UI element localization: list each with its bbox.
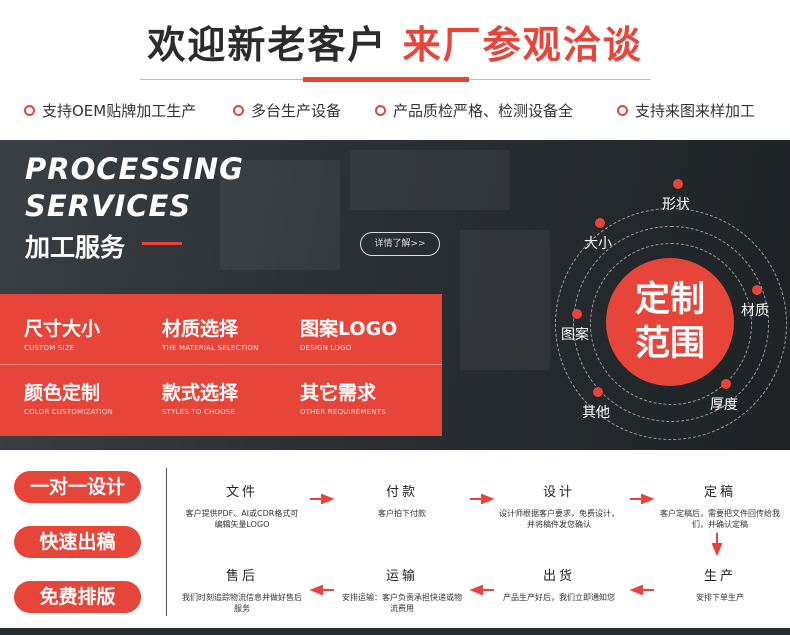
option-sublabel: STYLES TO CHOOSE [162,408,236,416]
service-option-logo: 图案LOGO DESIGN LOGO [300,314,397,352]
title-divider-accent [303,77,469,82]
option-sublabel: DESIGN LOGO [300,344,352,352]
step-desc: 安排下单生产 [696,593,744,602]
orbit-node [721,379,731,389]
section-divider [166,468,167,616]
step-desc: 我们时刻追踪物流信息并做好售后服务 [182,593,302,613]
background-machine [350,150,510,210]
step-title: 文件 [225,485,258,500]
step-title: 定稿 [703,485,736,500]
background-machine [460,230,550,370]
process-step-transport: 运输 安排运输：客户负责承担快递或物流费用 [342,565,462,614]
arrow-left-icon [470,585,494,595]
service-option-color: 颜色定制 COLOR CUSTOMIZATION [24,378,113,416]
step-desc: 客户提供PDF、AI或CDR格式可编辑矢量LOGO [185,509,299,529]
arrow-left-icon [310,585,334,595]
option-label: 款式选择 [162,382,239,404]
feature-label: 多台生产设备 [251,102,342,120]
step-title: 出货 [542,569,575,584]
banner-title-en-1: PROCESSING [25,152,244,186]
feature-label: 产品质检严格、检测设备全 [393,102,574,120]
process-step-design: 设计 设计师根据客户要求，免费设计，并将稿件发您确认 [499,481,619,530]
feature-label: 支持OEM贴牌加工生产 [42,102,197,120]
step-desc: 客户拍下付款 [378,509,426,518]
process-step-shipping: 出货 产品生产好后，我们立即通知您 [499,565,619,603]
badge-line-1: 定制 [634,280,705,320]
option-sublabel: COLOR CUSTOMIZATION [24,408,113,416]
step-desc: 产品生产好后，我们立即通知您 [503,593,615,602]
process-step-payment: 付款 客户拍下付款 [342,481,462,519]
orbit-node [593,387,603,397]
orbit-ring-inner [590,243,752,405]
badge-line-2: 范围 [634,324,705,364]
panel-divider [0,364,442,365]
option-sublabel: OTHER REQUIREMENTS [300,408,386,416]
feature-item: 支持来图来样加工 [617,100,755,121]
title-red: 来厂参观洽谈 [402,23,643,67]
step-title: 售后 [225,569,258,584]
service-option-material: 材质选择 THE MATERIAL SELECTION [162,314,259,352]
step-title: 生产 [703,569,736,584]
page-title: 欢迎新老客户 来厂参观洽谈 [0,14,790,69]
orbit-label-shape: 形状 [662,197,690,213]
step-desc: 安排运输：客户负责承担快递或物流费用 [342,593,462,613]
orbit-node [752,285,762,295]
banner-title-en-2: SERVICES [25,189,192,223]
service-option-size: 尺寸大小 CUSTOM SIZE [24,314,100,352]
banner-title-zh: 加工服务 [25,233,126,262]
service-option-other: 其它需求 OTHER REQUIREMENTS [300,378,386,416]
footer-bar [0,628,790,635]
arrow-down-icon [712,533,722,555]
option-sublabel: THE MATERIAL SELECTION [162,344,259,352]
orbit-label-other: 其他 [582,405,610,421]
service-options-panel: 尺寸大小 CUSTOM SIZE 材质选择 THE MATERIAL SELEC… [0,294,442,436]
feature-item: 支持OEM贴牌加工生产 [24,100,196,121]
custom-scope-badge: 定制 范围 [606,258,734,386]
arrow-left-icon [630,585,654,595]
option-sublabel: CUSTOM SIZE [24,344,75,352]
arrow-right-icon [470,494,494,504]
arrow-right-icon [310,494,334,504]
title-dark: 欢迎新老客户 [147,23,388,67]
option-label: 颜色定制 [24,382,101,404]
pill-free-layout: 免费排版 [14,581,141,613]
service-option-style: 款式选择 STYLES TO CHOOSE [162,378,238,416]
circle-bullet-icon [24,105,35,116]
step-desc: 客户定稿后，需要把文件回传给我们，并确认定稿 [660,509,780,529]
process-step-aftersales: 售后 我们时刻追踪物流信息并做好售后服务 [182,565,302,614]
circle-bullet-icon [233,105,244,116]
feature-label: 支持来图来样加工 [635,102,756,120]
option-label: 材质选择 [162,318,239,340]
step-desc: 设计师根据客户要求，免费设计，并将稿件发您确认 [499,509,619,529]
title-accent-line [142,242,182,245]
process-step-production: 生产 安排下单生产 [660,565,780,603]
process-step-finalize: 定稿 客户定稿后，需要把文件回传给我们，并确认定稿 [660,481,780,530]
arrow-right-icon [630,494,654,504]
pill-fast-draft: 快速出稿 [14,526,141,558]
orbit-ring-outer [555,208,787,440]
orbit-label-size: 大小 [584,236,612,252]
pill-one-on-one-design: 一对一设计 [14,471,141,503]
feature-item: 产品质检严格、检测设备全 [375,100,573,121]
option-label: 图案LOGO [300,318,398,340]
orbit-ring-middle [573,226,769,422]
step-title: 运输 [385,569,418,584]
feature-item: 多台生产设备 [233,100,341,121]
orbit-label-material: 材质 [741,303,769,319]
process-step-file: 文件 客户提供PDF、AI或CDR格式可编辑矢量LOGO [182,481,302,530]
orbit-label-pattern: 图案 [561,327,589,343]
orbit-node [673,179,683,189]
circle-bullet-icon [375,105,386,116]
more-details-button[interactable]: 详情了解>> [360,232,440,256]
orbit-node [595,218,605,228]
step-title: 付款 [385,485,418,500]
circle-bullet-icon [617,105,628,116]
background-machine [220,160,340,270]
option-label: 尺寸大小 [24,318,101,340]
orbit-label-thickness: 厚度 [710,397,738,413]
step-title: 设计 [542,485,575,500]
orbit-node [572,309,582,319]
services-banner: PROCESSING SERVICES 加工服务 详情了解>> 尺寸大小 CUS… [0,140,790,450]
option-label: 其它需求 [300,382,377,404]
